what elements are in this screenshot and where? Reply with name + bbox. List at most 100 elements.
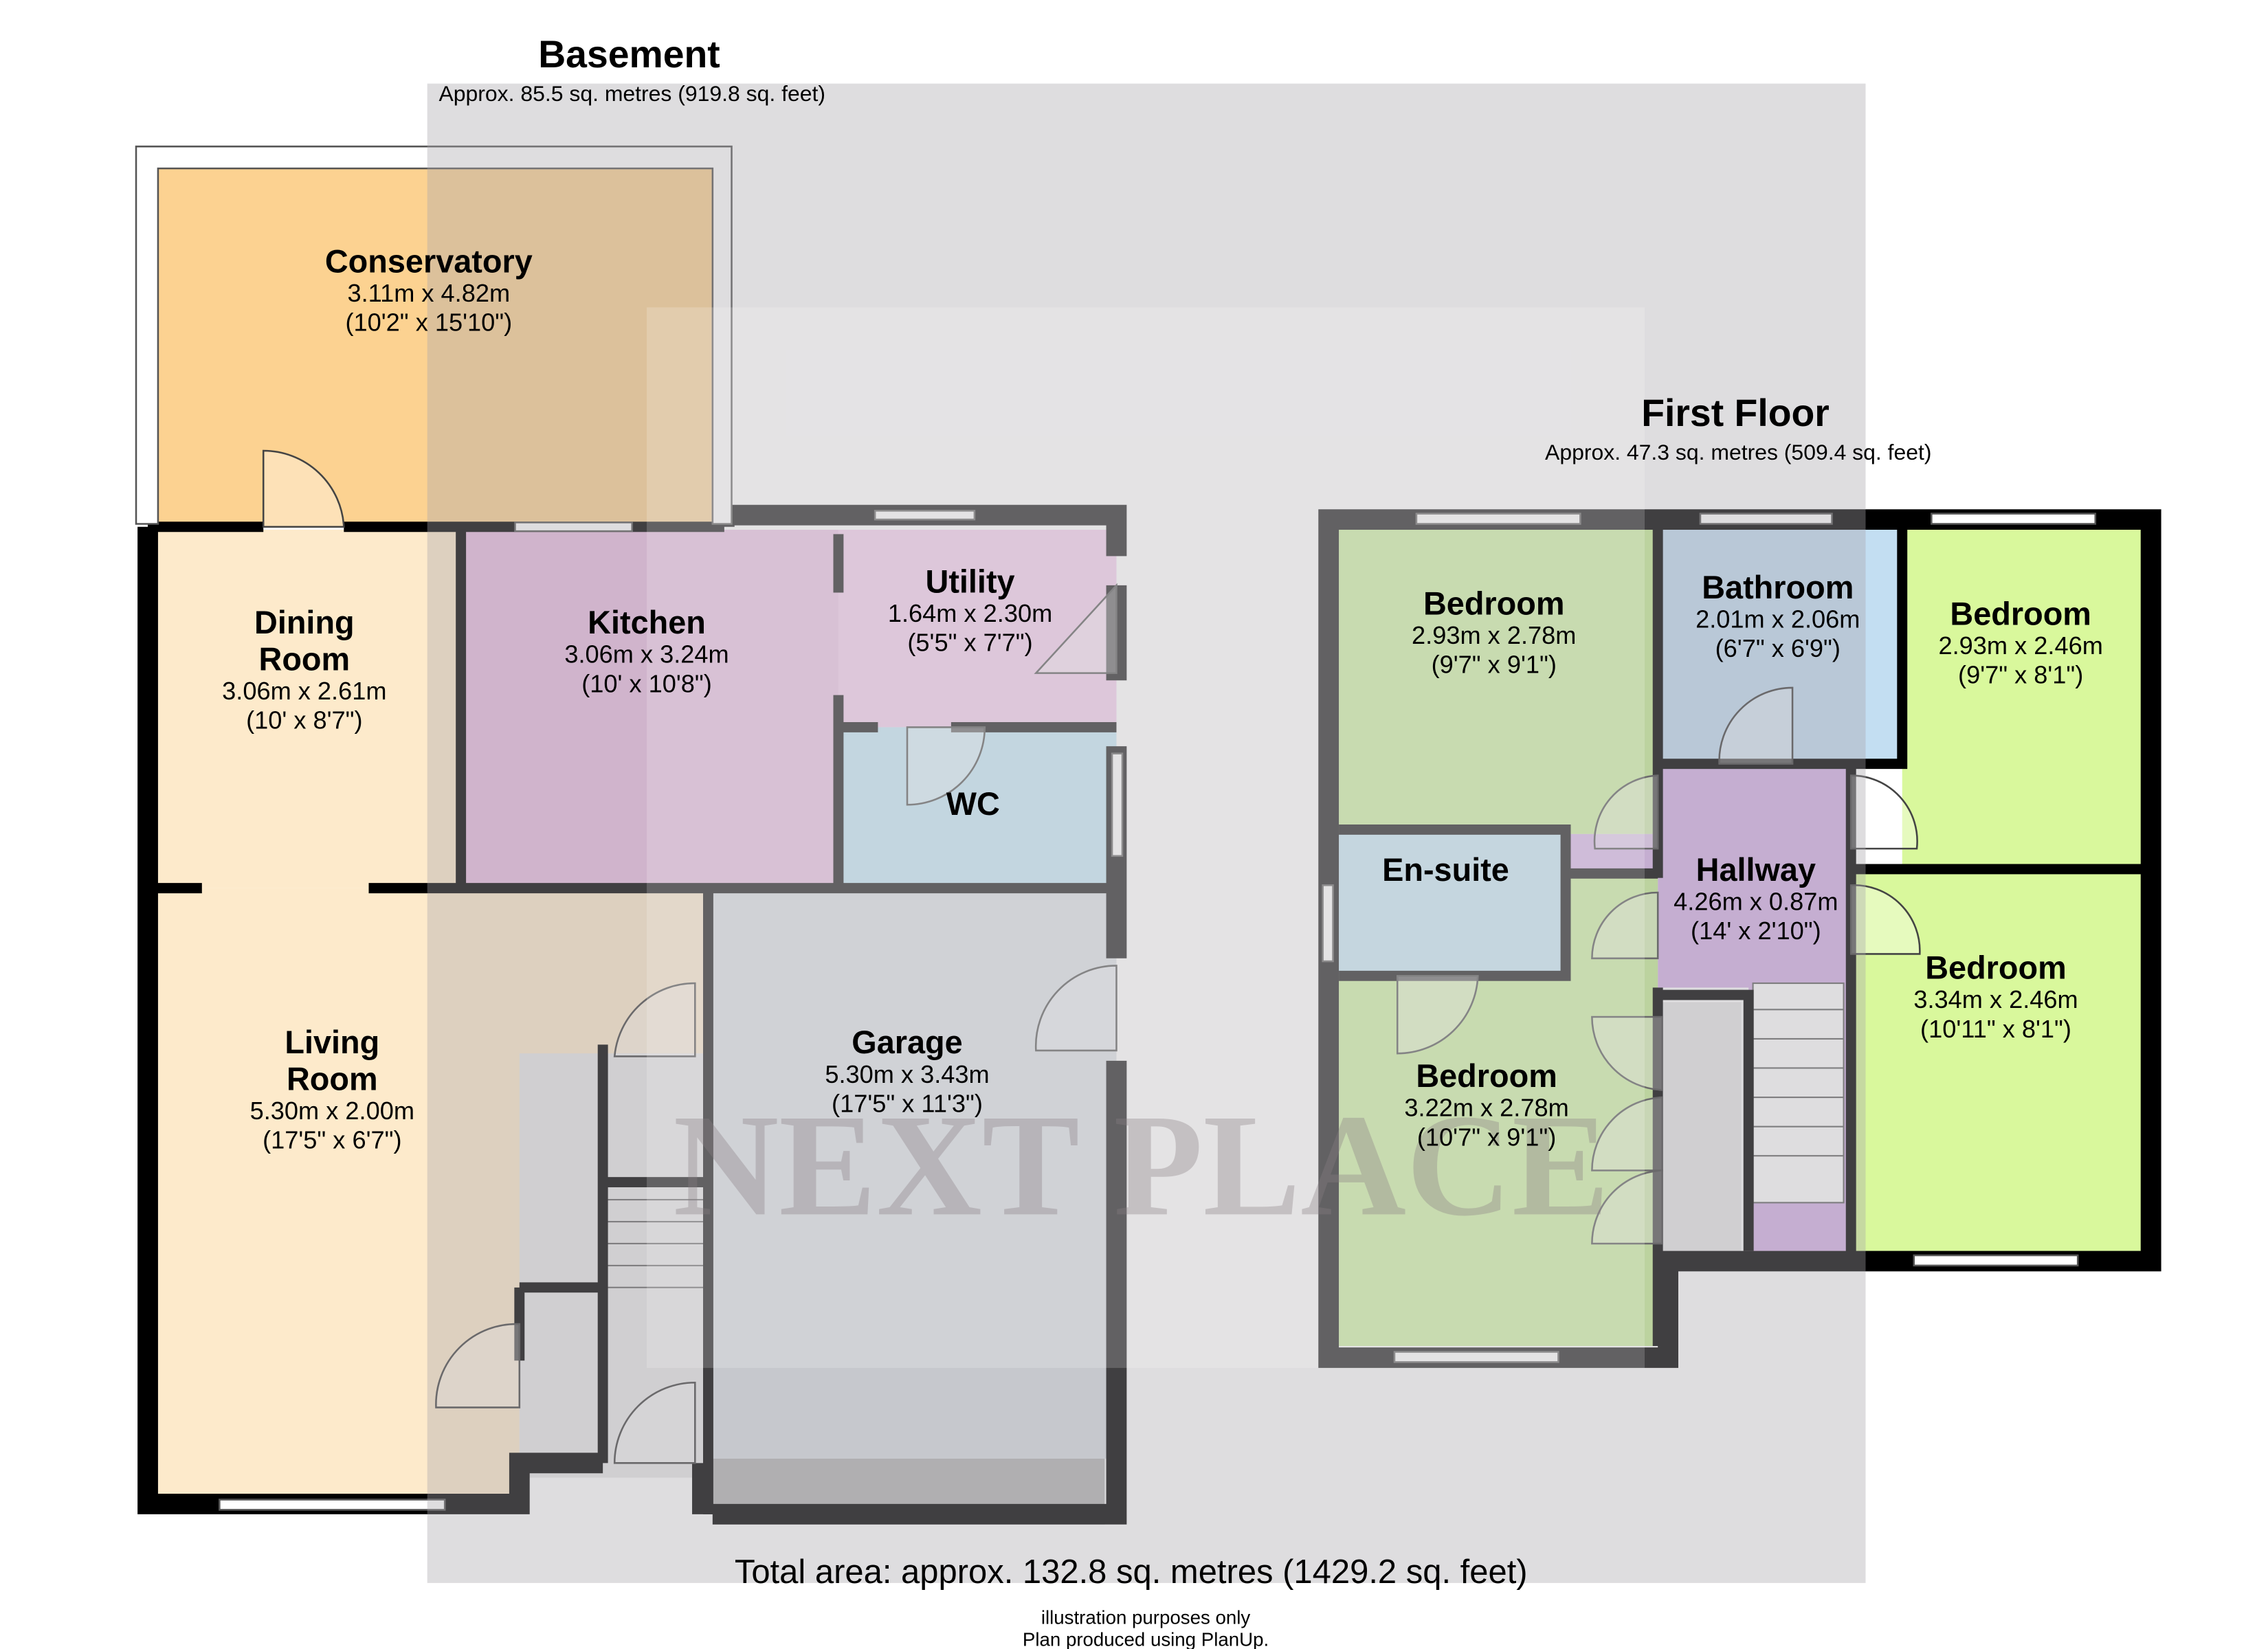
room-bedroom-3: Bedroom 3.22m x 2.78m (10'7" x 9'1") — [1404, 1058, 1568, 1151]
window — [1699, 513, 1833, 525]
producer-credit: Plan produced using PlanUp. — [1023, 1628, 1269, 1649]
door — [262, 449, 345, 528]
basement-area: Approx. 85.5 sq. metres (919.8 sq. feet) — [439, 81, 825, 106]
bedroom-2-floor — [1902, 530, 2144, 874]
room-name-line2: Room — [287, 1061, 378, 1097]
stairs — [1752, 982, 1845, 1204]
room-metric: 3.22m x 2.78m — [1404, 1094, 1568, 1122]
door — [1396, 975, 1479, 1055]
room-name: Bedroom — [1423, 585, 1565, 621]
kitchen-floor — [460, 530, 838, 886]
room-name: WC — [946, 786, 1000, 822]
door — [613, 1381, 696, 1464]
room-imperial: (5'5" x 7'7") — [907, 629, 1032, 657]
room-metric: 2.93m x 2.78m — [1412, 621, 1576, 649]
utility-floor — [838, 530, 1117, 728]
window — [219, 1499, 446, 1511]
conservatory-floor — [157, 168, 713, 527]
first-floor-inner-walls — [1339, 526, 2144, 1346]
room-name: Utility — [926, 564, 1015, 600]
room-metric: 3.34m x 2.46m — [1913, 985, 2078, 1013]
door — [906, 726, 986, 806]
window — [1415, 513, 1581, 525]
bedroom-3-floor — [1339, 877, 1658, 1346]
room-name-line2: Room — [259, 641, 351, 677]
room-bedroom-4: Bedroom 3.34m x 2.46m (10'11" x 8'1") — [1913, 950, 2078, 1043]
room-name: Hallway — [1696, 852, 1816, 888]
door — [1849, 774, 1918, 850]
window — [1111, 752, 1124, 857]
room-living-room: Living Room 5.30m x 2.00m (17'5" x 6'7") — [250, 1024, 414, 1154]
garage-floor — [712, 888, 1117, 1459]
room-metric: 5.30m x 2.00m — [250, 1097, 414, 1125]
room-name: Living — [285, 1024, 379, 1060]
room-imperial: (10'2" x 15'10") — [345, 308, 512, 336]
room-imperial: (10' x 10'8") — [581, 669, 712, 697]
window — [1393, 1351, 1559, 1363]
room-metric: 2.93m x 2.46m — [1939, 631, 2103, 660]
room-metric: 1.64m x 2.30m — [888, 599, 1052, 627]
bedroom-1-floor — [1339, 530, 1658, 834]
window — [514, 521, 634, 532]
first-floor-plan — [1318, 509, 2161, 1368]
room-name: Bathroom — [1702, 570, 1854, 605]
room-imperial: (9'7" x 9'1") — [1432, 651, 1557, 679]
room-metric: 3.06m x 2.61m — [222, 677, 386, 705]
room-imperial: (10'7" x 9'1") — [1417, 1123, 1556, 1151]
room-metric: 3.11m x 4.82m — [347, 279, 510, 307]
window — [1913, 1254, 2079, 1267]
room-kitchen: Kitchen 3.06m x 3.24m (10' x 10'8") — [564, 605, 729, 697]
room-imperial: (14' x 2'10") — [1691, 917, 1821, 945]
wardrobe-door — [1591, 1016, 1663, 1091]
first-floor-title: First Floor — [1641, 392, 1830, 434]
window — [1931, 513, 2097, 525]
basement-inner-walls — [148, 521, 1117, 1514]
disclaimer: illustration purposes only — [1041, 1607, 1251, 1628]
room-imperial: (6'7" x 6'9") — [1715, 634, 1841, 662]
room-metric: 2.01m x 2.06m — [1696, 605, 1860, 633]
room-bedroom-1: Bedroom 2.93m x 2.78m (9'7" x 9'1") — [1412, 585, 1576, 678]
room-metric: 5.30m x 3.43m — [825, 1060, 989, 1088]
room-imperial: (17'5" x 11'3") — [832, 1089, 983, 1117]
room-imperial: (10' x 8'7") — [246, 706, 362, 734]
room-bathroom: Bathroom 2.01m x 2.06m (6'7" x 6'9") — [1696, 570, 1860, 662]
dining-room-floor — [157, 530, 461, 888]
conservatory-frame — [135, 145, 733, 525]
room-hallway: Hallway 4.26m x 0.87m (14' x 2'10") — [1674, 852, 1838, 945]
bedroom-4-floor — [1855, 873, 2144, 1254]
room-name: Bedroom — [1950, 596, 2091, 631]
window — [1322, 884, 1334, 963]
watermark: NEXT PLACE — [427, 83, 1866, 1583]
door — [1591, 891, 1659, 960]
wc-floor — [838, 727, 1117, 886]
ensuite-floor — [1339, 833, 1563, 976]
total-area: Total area: approx. 132.8 sq. metres (14… — [735, 1553, 1528, 1591]
room-name: En-suite — [1382, 852, 1509, 888]
cupboard-floor — [1658, 1002, 1742, 1251]
room-name: Garage — [852, 1024, 962, 1060]
first-floor-area: Approx. 47.3 sq. metres (509.4 sq. feet) — [1545, 440, 1931, 464]
room-dining-room: Dining Room 3.06m x 2.61m (10' x 8'7") — [222, 605, 386, 734]
door — [1593, 774, 1659, 850]
first-floor-outer-walls — [1318, 509, 2161, 1368]
room-imperial: (17'5" x 6'7") — [263, 1126, 401, 1154]
room-garage: Garage 5.30m x 3.43m (17'5" x 11'3") — [825, 1024, 989, 1117]
room-ensuite: En-suite — [1382, 852, 1509, 888]
basement-title: Basement — [538, 33, 720, 76]
room-name: Dining — [254, 605, 355, 640]
room-conservatory: Conservatory 3.11m x 4.82m (10'2" x 15'1… — [325, 243, 533, 336]
door — [435, 1323, 521, 1409]
room-metric: 4.26m x 0.87m — [1674, 888, 1838, 916]
basement-plan — [135, 145, 1127, 1525]
living-room-floor — [157, 888, 706, 1496]
room-wc: WC — [946, 786, 1000, 822]
door — [1718, 686, 1794, 765]
room-bedroom-2: Bedroom 2.93m x 2.46m (9'7" x 8'1") — [1939, 596, 2103, 688]
watermark-text: NEXT PLACE — [673, 1084, 1609, 1246]
stairs — [607, 1199, 706, 1288]
room-name: Conservatory — [325, 243, 533, 279]
wardrobe-door — [1591, 1169, 1663, 1245]
door — [1849, 884, 1921, 955]
room-imperial: (9'7" x 8'1") — [1958, 661, 2083, 689]
